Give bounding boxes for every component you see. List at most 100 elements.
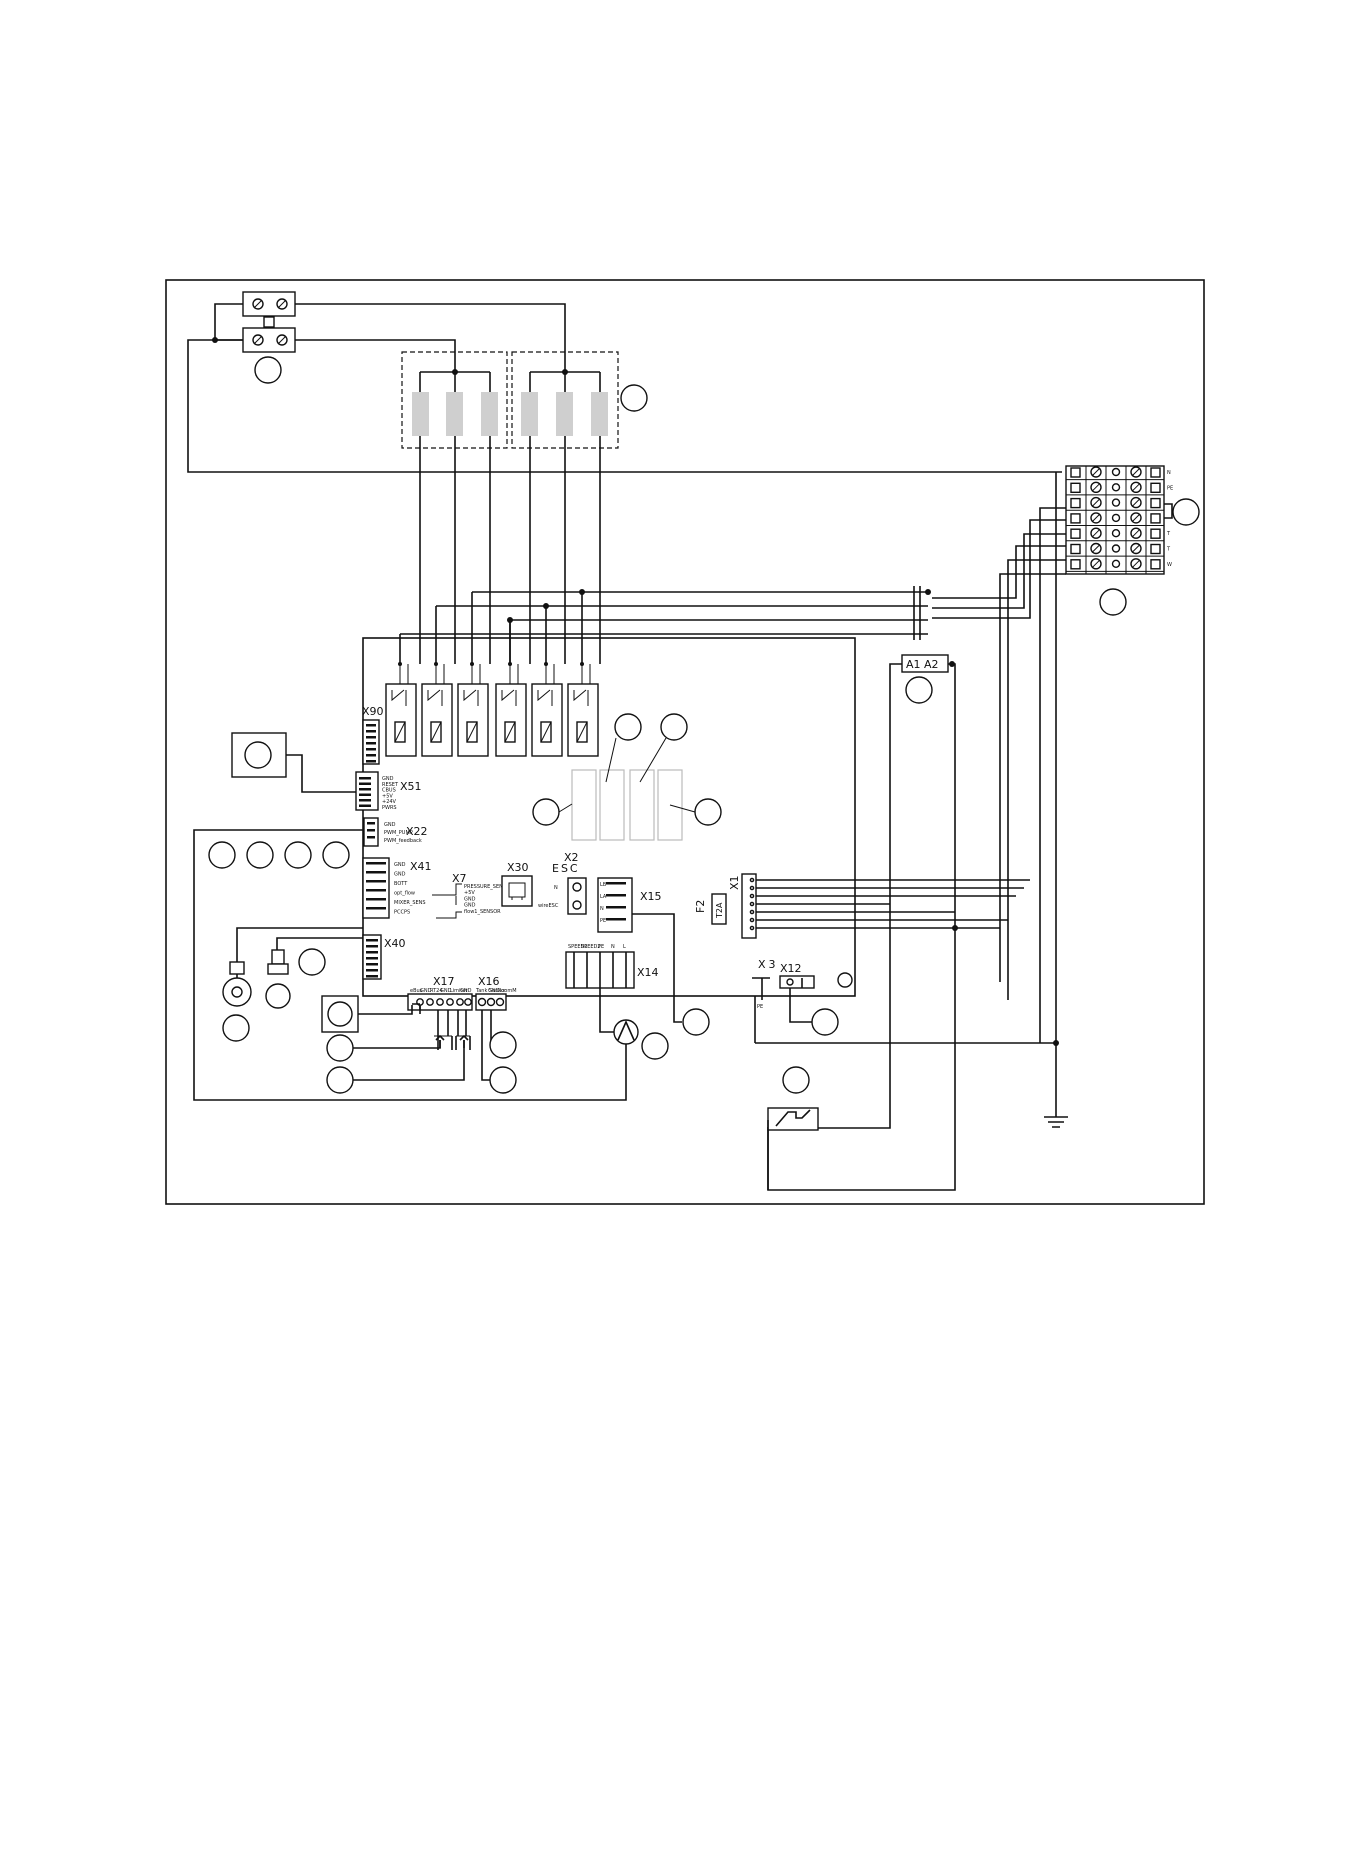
heater-group-1 xyxy=(401,351,508,449)
x22-label: X22 xyxy=(406,825,428,838)
x14-pin-label: L xyxy=(623,944,626,950)
connector-pin xyxy=(359,782,371,785)
x14-pin-label: SPEED2 xyxy=(581,944,601,950)
connector-pin xyxy=(749,917,755,923)
terminal-block-row xyxy=(1066,542,1164,557)
x30-connector xyxy=(501,875,533,907)
connector-pin xyxy=(366,871,386,874)
x7-pin-label: GND xyxy=(464,896,476,902)
x22-connector xyxy=(363,817,379,847)
terminal-block-row xyxy=(1066,466,1164,481)
connector-pin xyxy=(436,998,444,1006)
callout-circle xyxy=(489,1066,517,1094)
connector-pin xyxy=(366,939,378,942)
callout-circle xyxy=(682,1008,710,1036)
connector-pin xyxy=(366,748,376,751)
x16-pin-label: RoomM xyxy=(498,988,517,994)
connector-pin xyxy=(456,998,464,1006)
callout-circle xyxy=(1172,498,1200,526)
x1-label: X1 xyxy=(728,875,741,890)
connector-pin xyxy=(749,885,755,891)
connector-pin xyxy=(367,822,375,825)
x15-connector xyxy=(597,877,633,933)
x15-pin-label: LA xyxy=(600,894,607,900)
x41-pin-label: PCCPS xyxy=(394,910,410,916)
x41-pin-label: opt_flow xyxy=(394,891,415,897)
x15-label: X15 xyxy=(640,890,662,903)
x51-pin-label: PWRS xyxy=(382,805,397,811)
display-module xyxy=(571,769,683,841)
connector-pin xyxy=(367,829,375,832)
x17-pin-label: GND xyxy=(460,988,472,994)
x14-pin-label: N xyxy=(611,944,615,950)
x41-pin-label: BOTT xyxy=(394,881,408,887)
connector-pin xyxy=(366,889,386,892)
main-board xyxy=(362,637,856,997)
connector-pin xyxy=(366,880,386,883)
x17-pin-label: GND xyxy=(440,988,452,994)
t2a-label: T2A xyxy=(715,902,724,919)
x22-pin-label: PWM_PUMP xyxy=(384,830,413,836)
x51-pin-label: GND xyxy=(382,776,394,782)
connector-pin xyxy=(366,945,378,948)
x7-pin-label: GND xyxy=(464,903,476,909)
x90-label: X90 xyxy=(362,705,384,718)
connector-pin xyxy=(366,742,376,745)
x15-pin-label: LB xyxy=(600,882,607,888)
x12-connector xyxy=(779,975,815,989)
callout-circle xyxy=(614,713,642,741)
connector-pin xyxy=(366,975,378,978)
callout-circle xyxy=(254,356,282,384)
connector-pin xyxy=(366,898,386,901)
relay xyxy=(495,662,527,757)
connector-pin xyxy=(464,998,472,1006)
connector-pin xyxy=(366,951,378,954)
callout-circle xyxy=(246,841,274,869)
fuse-t2a xyxy=(711,893,727,925)
relay xyxy=(567,662,599,757)
heating-elements xyxy=(412,372,608,472)
callout-circle xyxy=(532,798,560,826)
x3-label: X3 xyxy=(758,958,779,971)
terminal-block-label: T xyxy=(1166,531,1171,537)
x7-pin-label: flow1_SENSOR xyxy=(464,909,501,915)
x2-pin-wireesc: wireESC xyxy=(538,903,559,909)
relay xyxy=(531,662,563,757)
connector-pin xyxy=(366,969,378,972)
x51-pin-label: +24V xyxy=(382,799,397,805)
x15-pin-label: N xyxy=(600,906,604,912)
connector-pin xyxy=(366,736,376,739)
x16-pin-label: GND xyxy=(488,988,500,994)
mains-terminal xyxy=(242,291,296,353)
relay xyxy=(421,662,453,757)
terminal-block-row xyxy=(1066,527,1164,542)
x30-label: X30 xyxy=(507,861,529,874)
x51-pin-label: +5V xyxy=(382,793,393,799)
connector-pin xyxy=(366,862,386,865)
safety-thermostat xyxy=(767,1107,819,1131)
contactor-label: A1 A2 xyxy=(906,658,939,671)
f2-label: F2 xyxy=(694,900,707,913)
connector-pin xyxy=(366,760,376,763)
connector-pin xyxy=(359,793,371,796)
x7-pin-label: +5V xyxy=(464,890,475,896)
terminal-block-label: T xyxy=(1166,547,1171,553)
callout-circle xyxy=(244,741,272,769)
diagram-frame xyxy=(165,279,1205,1205)
callout-circle xyxy=(489,1031,517,1059)
x41-pin-label: MIXER_SENS xyxy=(394,900,426,906)
x17-label: X17 xyxy=(433,975,455,988)
connector-pin xyxy=(367,836,375,839)
connector-pin xyxy=(359,799,371,802)
callout-circle xyxy=(326,1066,354,1094)
terminal-block-row xyxy=(1066,481,1164,496)
x41-pin-label: GND xyxy=(394,862,406,868)
connector-pin xyxy=(359,804,371,807)
x41-pin-label: GND xyxy=(394,872,406,878)
x15-pin-label: PE xyxy=(600,918,606,924)
callout-circle xyxy=(694,798,722,826)
terminal-block-label: W xyxy=(1167,562,1172,568)
pe-label: PE xyxy=(757,1004,763,1010)
relays xyxy=(385,662,599,757)
